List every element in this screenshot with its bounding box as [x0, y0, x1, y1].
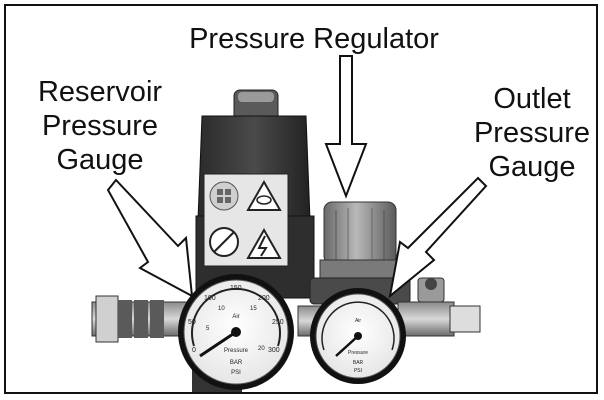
arrow-outlet	[388, 176, 488, 299]
right-gauge-unit-bar: BAR	[353, 360, 364, 366]
label-outlet-line-3: Gauge	[488, 151, 576, 183]
reservoir-pressure-gauge: 0 50 100 150 200 250 300 5 10 15 20 Air …	[178, 274, 294, 390]
right-gauge-word-air: Air	[355, 318, 361, 324]
label-reservoir-line-1: Reservoir	[37, 76, 163, 108]
pressure-switch-box	[195, 89, 315, 299]
label-reservoir-line-2: Pressure	[41, 110, 159, 142]
left-gauge-word-air: Air	[232, 314, 239, 320]
left-gauge-unit-bar: BAR	[230, 360, 243, 366]
left-gauge-scale-300: 300	[268, 347, 280, 354]
left-gauge-scale-250: 250	[272, 319, 284, 326]
label-reservoir-pressure-gauge: Reservoir Pressure Gauge	[14, 75, 186, 177]
right-gauge-needle	[335, 335, 359, 357]
label-outlet-line-2: Pressure	[473, 117, 591, 149]
left-gauge-scale-200: 200	[258, 295, 270, 302]
left-gauge-inner-10: 10	[218, 306, 225, 312]
left-gauge-inner-20: 20	[258, 346, 265, 352]
left-gauge-needle	[199, 330, 237, 358]
left-gauge-scale-50: 50	[188, 319, 196, 326]
compressor-photo: 0 50 100 150 200 250 300 5 10 15 20 Air …	[91, 55, 488, 392]
arrow-reservoir	[106, 178, 194, 298]
arrow-regulator	[324, 55, 368, 199]
left-gauge-unit-psi: PSI	[231, 370, 241, 376]
label-outlet-pressure-gauge: Outlet Pressure Gauge	[458, 82, 596, 184]
left-gauge-word-pressure: Pressure	[224, 348, 249, 354]
label-pressure-regulator: Pressure Regulator	[174, 22, 454, 56]
right-gauge-unit-psi: PSI	[354, 368, 362, 374]
figure-frame: 0 50 100 150 200 250 300 5 10 15 20 Air …	[4, 4, 598, 394]
left-gauge-scale-150: 150	[230, 285, 242, 292]
right-gauge-word-pressure: Pressure	[348, 350, 368, 356]
left-gauge-inner-5: 5	[206, 326, 210, 332]
label-reservoir-line-3: Gauge	[56, 144, 144, 176]
label-pressure-regulator-text: Pressure Regulator	[189, 23, 439, 55]
label-outlet-line-1: Outlet	[493, 83, 571, 115]
left-gauge-scale-100: 100	[204, 295, 216, 302]
left-gauge-inner-15: 15	[250, 306, 257, 312]
outlet-pressure-gauge: Air Pressure BAR PSI	[310, 288, 406, 384]
left-gauge-scale-0: 0	[192, 347, 196, 354]
